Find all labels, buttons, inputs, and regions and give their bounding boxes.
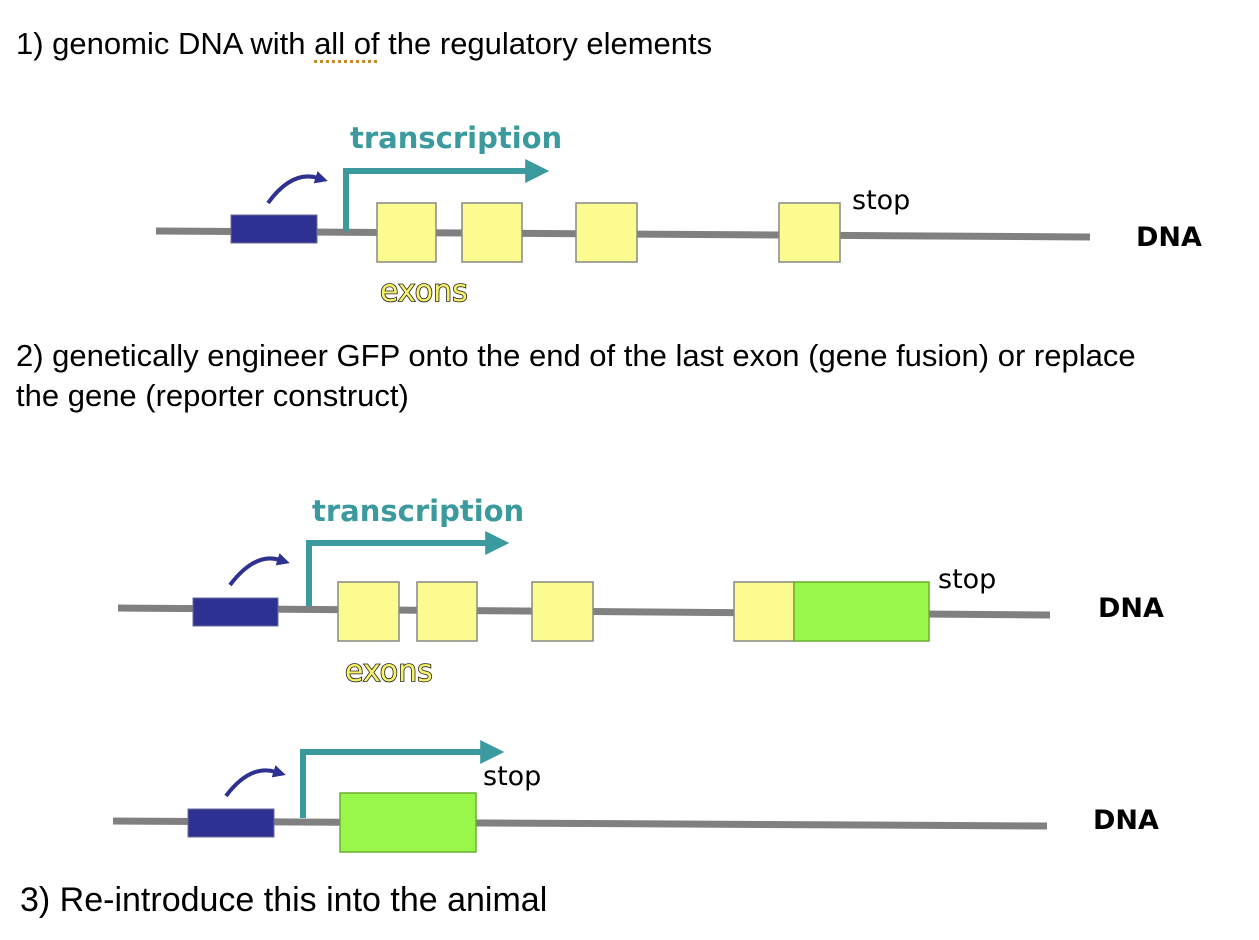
promoter-box <box>230 214 318 244</box>
exon-box <box>376 202 437 263</box>
stop-label: stop <box>852 185 910 216</box>
exon-box <box>575 202 638 263</box>
exon-box <box>778 202 841 263</box>
exon-box <box>733 581 795 642</box>
transcription-label: transcription <box>350 121 562 155</box>
construct-reporter: stop DNA <box>112 740 1159 853</box>
exon-box <box>416 581 478 642</box>
construct-gene-fusion: transcription exons stop DNA <box>117 494 1164 690</box>
promoter-box <box>187 808 275 838</box>
dna-label: DNA <box>1098 593 1164 624</box>
step-2-line-2: the gene (reporter construct) <box>16 378 409 413</box>
gfp-box <box>793 581 930 642</box>
promoter-box <box>192 597 279 627</box>
gfp-box <box>339 792 477 853</box>
promoter-arrow <box>224 765 286 798</box>
step-1-before: 1) genomic DNA with <box>16 26 315 61</box>
step-2-text: 2) genetically engineer GFP onto the end… <box>16 336 1136 416</box>
transcription-arrow <box>343 159 550 231</box>
exons-label: exons <box>345 654 433 689</box>
step-3-text: 3) Re-introduce this into the animal <box>20 881 548 919</box>
transcription-arrow <box>306 531 510 606</box>
exon-box <box>531 581 594 642</box>
dna-label: DNA <box>1093 805 1159 836</box>
step-1-text: 1) genomic DNA with all of the regulator… <box>16 24 712 64</box>
promoter-arrow <box>266 171 328 205</box>
transcription-label: transcription <box>312 494 524 528</box>
stop-label: stop <box>483 761 541 792</box>
promoter-arrow <box>228 553 290 587</box>
exon-box <box>461 202 523 263</box>
transcription-arrow <box>300 740 505 818</box>
step-1-underlined: all of <box>314 26 380 61</box>
dna-label: DNA <box>1136 222 1202 253</box>
exon-box <box>337 581 400 642</box>
step-2-line-1: 2) genetically engineer GFP onto the end… <box>16 338 1136 373</box>
step-1-after: the regulatory elements <box>379 26 713 61</box>
exons-label: exons <box>380 274 468 309</box>
stop-label: stop <box>938 564 996 595</box>
construct-genomic: transcription exons stop DNA <box>155 121 1202 310</box>
